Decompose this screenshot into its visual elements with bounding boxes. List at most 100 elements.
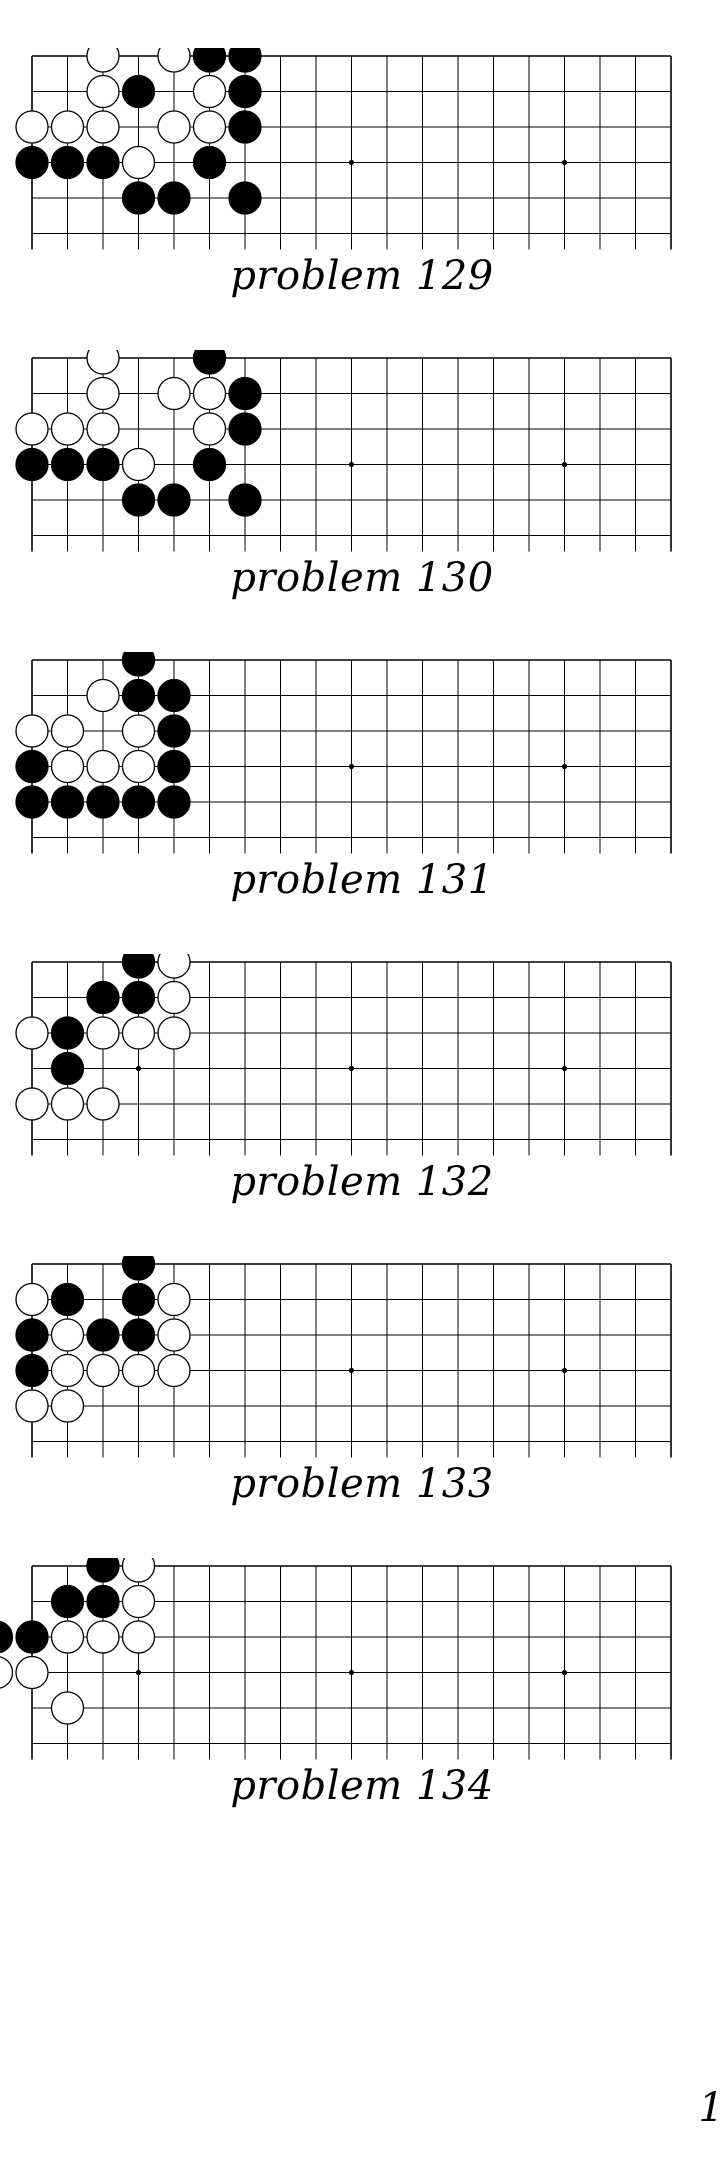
- black-stone: [192, 350, 227, 375]
- white-stone: [15, 1282, 49, 1317]
- star-point: [348, 461, 355, 468]
- black-stone: [228, 110, 262, 144]
- black-stone: [228, 181, 262, 215]
- black-stone: [157, 181, 191, 215]
- go-board: [0, 1558, 672, 1760]
- white-stone: [192, 110, 227, 144]
- black-stone: [86, 1318, 120, 1352]
- white-stone: [86, 1016, 120, 1050]
- black-stone: [86, 145, 120, 180]
- black-stone: [228, 48, 262, 73]
- white-stone: [50, 1691, 85, 1725]
- black-stone: [50, 1584, 85, 1619]
- black-stone: [121, 1282, 156, 1317]
- star-point: [561, 1367, 568, 1374]
- problem-131: problem 131: [0, 652, 724, 952]
- black-stone: [157, 749, 191, 784]
- white-stone: [157, 1016, 191, 1050]
- white-stone: [15, 1087, 49, 1121]
- white-stone: [121, 145, 156, 180]
- problem-caption: problem 130: [230, 555, 494, 601]
- star-point: [348, 1367, 355, 1374]
- black-stone: [15, 1620, 49, 1654]
- problem-caption: problem 132: [230, 1159, 494, 1205]
- white-stone: [50, 1087, 85, 1121]
- star-point: [561, 763, 568, 770]
- problem-caption: problem 131: [230, 857, 494, 903]
- white-stone: [86, 110, 120, 144]
- black-stone: [228, 483, 262, 517]
- black-stone: [86, 447, 120, 482]
- problem-129: problem 129: [0, 48, 724, 348]
- star-point: [561, 159, 568, 166]
- white-stone: [121, 447, 156, 482]
- white-stone: [157, 954, 191, 979]
- go-board: [15, 652, 672, 854]
- black-stone: [157, 785, 191, 819]
- star-point: [348, 159, 355, 166]
- white-stone: [50, 749, 85, 784]
- black-stone: [15, 447, 49, 482]
- go-board: [15, 48, 672, 250]
- problem-caption: problem 133: [230, 1461, 494, 1507]
- black-stone: [50, 447, 85, 482]
- white-stone: [157, 1282, 191, 1317]
- black-stone: [121, 74, 156, 109]
- go-board: [15, 350, 672, 552]
- star-point: [348, 1669, 355, 1676]
- white-stone: [86, 412, 120, 446]
- black-stone: [121, 980, 156, 1015]
- white-stone: [15, 412, 49, 446]
- problem-132: problem 132: [0, 954, 724, 1254]
- star-point: [348, 763, 355, 770]
- go-board: [15, 1256, 672, 1458]
- white-stone: [50, 1353, 85, 1388]
- black-stone: [0, 1620, 14, 1654]
- black-stone: [15, 1353, 49, 1388]
- problem-130: problem 130: [0, 350, 724, 650]
- white-stone: [192, 74, 227, 109]
- problem-caption: problem 129: [230, 253, 494, 299]
- black-stone: [228, 74, 262, 109]
- white-stone: [157, 376, 191, 411]
- black-stone: [157, 678, 191, 713]
- black-stone: [228, 376, 262, 411]
- black-stone: [15, 145, 49, 180]
- white-stone: [157, 1353, 191, 1388]
- white-stone: [86, 678, 120, 713]
- black-stone: [121, 1318, 156, 1352]
- white-stone: [121, 1584, 156, 1619]
- star-point: [561, 1065, 568, 1072]
- white-stone: [15, 1655, 49, 1690]
- white-stone: [50, 714, 85, 748]
- white-stone: [121, 1016, 156, 1050]
- go-board: [15, 954, 672, 1156]
- black-stone: [15, 749, 49, 784]
- white-stone: [86, 1087, 120, 1121]
- problem-133: problem 133: [0, 1256, 724, 1556]
- white-stone: [192, 412, 227, 446]
- star-point: [135, 1065, 142, 1072]
- black-stone: [228, 412, 262, 446]
- black-stone: [121, 785, 156, 819]
- white-stone: [15, 714, 49, 748]
- black-stone: [86, 980, 120, 1015]
- black-stone: [192, 145, 227, 180]
- white-stone: [15, 110, 49, 144]
- white-stone: [86, 1353, 120, 1388]
- black-stone: [86, 785, 120, 819]
- black-stone: [157, 714, 191, 748]
- black-stone: [192, 447, 227, 482]
- white-stone: [50, 110, 85, 144]
- white-stone: [121, 714, 156, 748]
- white-stone: [15, 1016, 49, 1050]
- black-stone: [121, 652, 156, 677]
- white-stone: [86, 376, 120, 411]
- star-point: [135, 1669, 142, 1676]
- black-stone: [15, 785, 49, 819]
- star-point: [348, 1065, 355, 1072]
- white-stone: [121, 1353, 156, 1388]
- white-stone: [0, 1656, 14, 1689]
- white-stone: [121, 1620, 156, 1654]
- white-stone: [50, 1318, 85, 1352]
